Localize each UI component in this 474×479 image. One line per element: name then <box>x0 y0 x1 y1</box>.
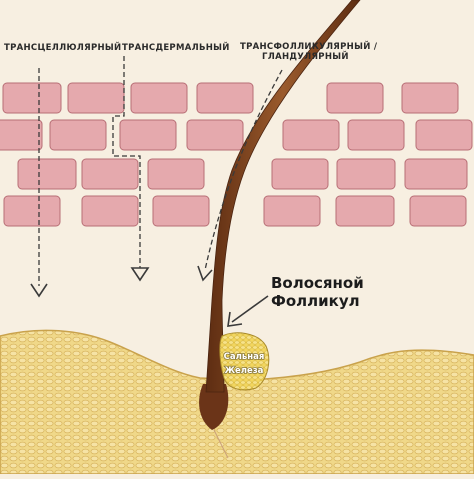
follicle-pointer-arrowhead-icon <box>227 311 243 327</box>
brick <box>186 119 244 151</box>
brick <box>196 82 254 114</box>
brick <box>81 158 139 190</box>
brick <box>271 158 329 190</box>
brick <box>347 119 405 151</box>
brick <box>152 195 210 227</box>
brick <box>326 82 384 114</box>
brick <box>2 82 62 114</box>
brick <box>263 195 321 227</box>
brick <box>17 158 77 190</box>
transcellular-label: ТРАНСЦЕЛЛЮЛЯРНЫЙ <box>4 41 121 53</box>
transcellular-arrowhead-icon <box>30 283 48 298</box>
gland-label-line1: Сальная <box>224 352 265 362</box>
brick <box>81 195 139 227</box>
brick <box>0 119 43 151</box>
transdermal-arrowhead-icon <box>130 267 150 282</box>
transfollicular-label-line1: ТРАНСФОЛЛИКУЛЯРНЫЙ / <box>240 40 378 52</box>
brick <box>67 82 125 114</box>
brick <box>3 195 61 227</box>
brick <box>335 195 395 227</box>
brick <box>401 82 459 114</box>
arrow-heads <box>30 265 243 327</box>
brick <box>130 82 188 114</box>
brick <box>282 119 340 151</box>
follicle-bulb <box>199 384 229 430</box>
hair-root-line <box>213 429 229 459</box>
brick <box>147 158 205 190</box>
brick <box>119 119 177 151</box>
brick <box>49 119 107 151</box>
follicle-label-line1: Волосяной <box>271 274 364 292</box>
brick <box>336 158 396 190</box>
follicle-pointer-line <box>231 295 269 323</box>
stratum-corneum-bricks <box>0 82 473 227</box>
transfollicular-label-line2: ГЛАНДУЛЯРНЫЙ <box>262 50 349 62</box>
transdermal-label: ТРАНСДЕРМАЛЬНЫЙ <box>122 41 230 53</box>
gland-label-line2: Железа <box>225 366 264 376</box>
penetration-arrows <box>38 56 283 323</box>
transfollicular-arrowhead-icon <box>197 265 213 282</box>
brick <box>404 158 468 190</box>
brick <box>409 195 467 227</box>
brick <box>415 119 473 151</box>
transdermal-arrow-line <box>112 56 141 268</box>
sebaceous-gland <box>219 332 270 391</box>
follicle-label-line2: Фолликул <box>271 292 360 310</box>
